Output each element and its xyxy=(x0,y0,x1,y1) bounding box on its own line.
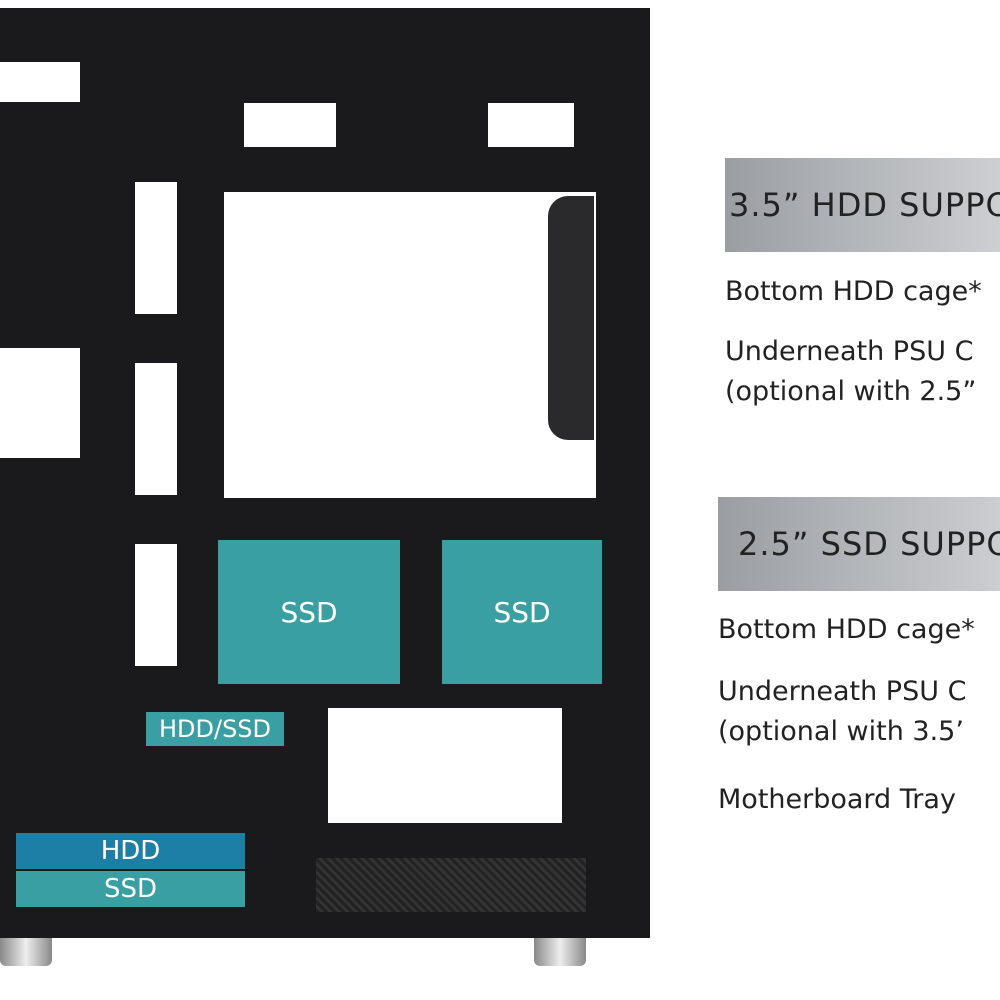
section-title: 3.5” HDD SUPPO xyxy=(729,186,1000,224)
cutout xyxy=(328,708,562,823)
psu-vent xyxy=(316,858,586,912)
ssd-item: (optional with 3.5’ xyxy=(718,716,964,747)
cutout xyxy=(135,363,177,495)
cutout xyxy=(135,544,177,666)
cutout xyxy=(488,103,574,147)
ssd-item: Underneath PSU C xyxy=(718,676,967,707)
cutout xyxy=(244,103,336,147)
ssd-label-left: SSD xyxy=(218,540,400,684)
fan xyxy=(548,196,594,440)
motherboard-cutout xyxy=(224,192,596,498)
hdd-bottom-label: HDD xyxy=(16,833,245,869)
cutout xyxy=(0,62,80,102)
section-header-hdd: 3.5” HDD SUPPO xyxy=(725,158,1000,252)
hdd-item: (optional with 2.5” xyxy=(725,376,977,407)
cutout xyxy=(0,348,80,458)
section-title: 2.5” SSD SUPPO xyxy=(738,525,1000,563)
cutout xyxy=(135,182,177,314)
case-foot xyxy=(534,938,586,966)
hdd-ssd-label: HDD/SSD xyxy=(146,712,284,746)
ssd-bottom-label: SSD xyxy=(16,871,245,907)
ssd-item: Motherboard Tray xyxy=(718,784,956,815)
ssd-label-right: SSD xyxy=(442,540,602,684)
hdd-item: Bottom HDD cage* xyxy=(725,276,982,307)
section-header-ssd: 2.5” SSD SUPPO xyxy=(718,497,1000,591)
case-foot xyxy=(0,938,52,966)
hdd-item: Underneath PSU C xyxy=(725,336,974,367)
ssd-item: Bottom HDD cage* xyxy=(718,614,975,645)
